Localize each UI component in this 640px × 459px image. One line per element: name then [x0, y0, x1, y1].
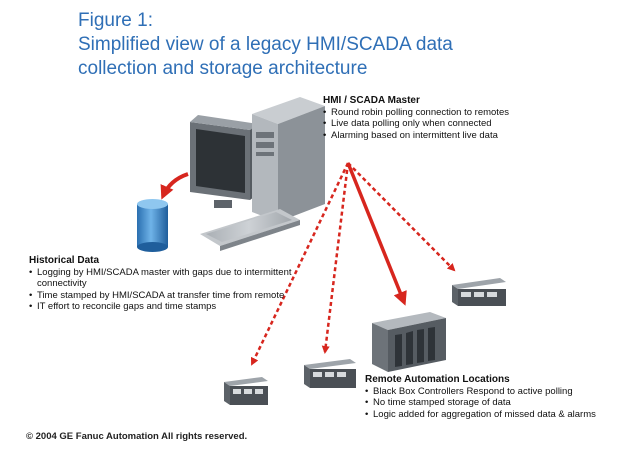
arrow-to-remote-1 [250, 162, 350, 366]
remote-bullet: Logic added for aggregation of missed da… [365, 409, 635, 421]
arrow-to-remote-4 [347, 162, 456, 272]
remote-bullet: No time stamped storage of data [365, 397, 635, 409]
remote-controller-icon [224, 377, 268, 405]
remote-heading: Remote Automation Locations [365, 374, 510, 385]
arrow-to-remote-2 [321, 162, 350, 354]
hmi-scada-master-computer-icon [190, 97, 325, 251]
master-bullet: Alarming based on intermittent live data [323, 130, 623, 142]
historical-heading: Historical Data [29, 255, 100, 266]
historical-bullet: Logging by HMI/SCADA master with gaps du… [29, 267, 294, 290]
polling-arrows [250, 162, 456, 366]
remote-automation-description: Remote Automation Locations Black Box Co… [365, 374, 635, 420]
hmi-scada-master-description: HMI / SCADA Master Round robin polling c… [323, 95, 623, 141]
master-bullet: Live data polling only when connected [323, 118, 623, 130]
historical-bullet: Time stamped by HMI/SCADA at transfer ti… [29, 290, 294, 302]
figure-title-line-2: collection and storage architecture [78, 58, 368, 79]
figure-title-line-1: Simplified view of a legacy HMI/SCADA da… [78, 34, 453, 55]
remote-controller-icon [452, 278, 506, 306]
remote-controller-icon [304, 359, 356, 388]
master-heading: HMI / SCADA Master [323, 95, 420, 106]
copyright-notice: © 2004 GE Fanuc Automation All rights re… [26, 431, 248, 442]
arrow-to-historical-data [160, 172, 189, 200]
historical-bullet: IT effort to reconcile gaps and time sta… [29, 301, 294, 313]
historical-database-icon [137, 199, 168, 252]
master-bullet: Round robin polling connection to remote… [323, 107, 623, 119]
figure-label: Figure 1: [78, 10, 153, 31]
remote-controller-rack-icon [372, 312, 446, 372]
remote-bullet: Black Box Controllers Respond to active … [365, 386, 635, 398]
arrow-to-remote-3 [346, 162, 407, 306]
historical-data-description: Historical Data Logging by HMI/SCADA mas… [29, 255, 294, 313]
